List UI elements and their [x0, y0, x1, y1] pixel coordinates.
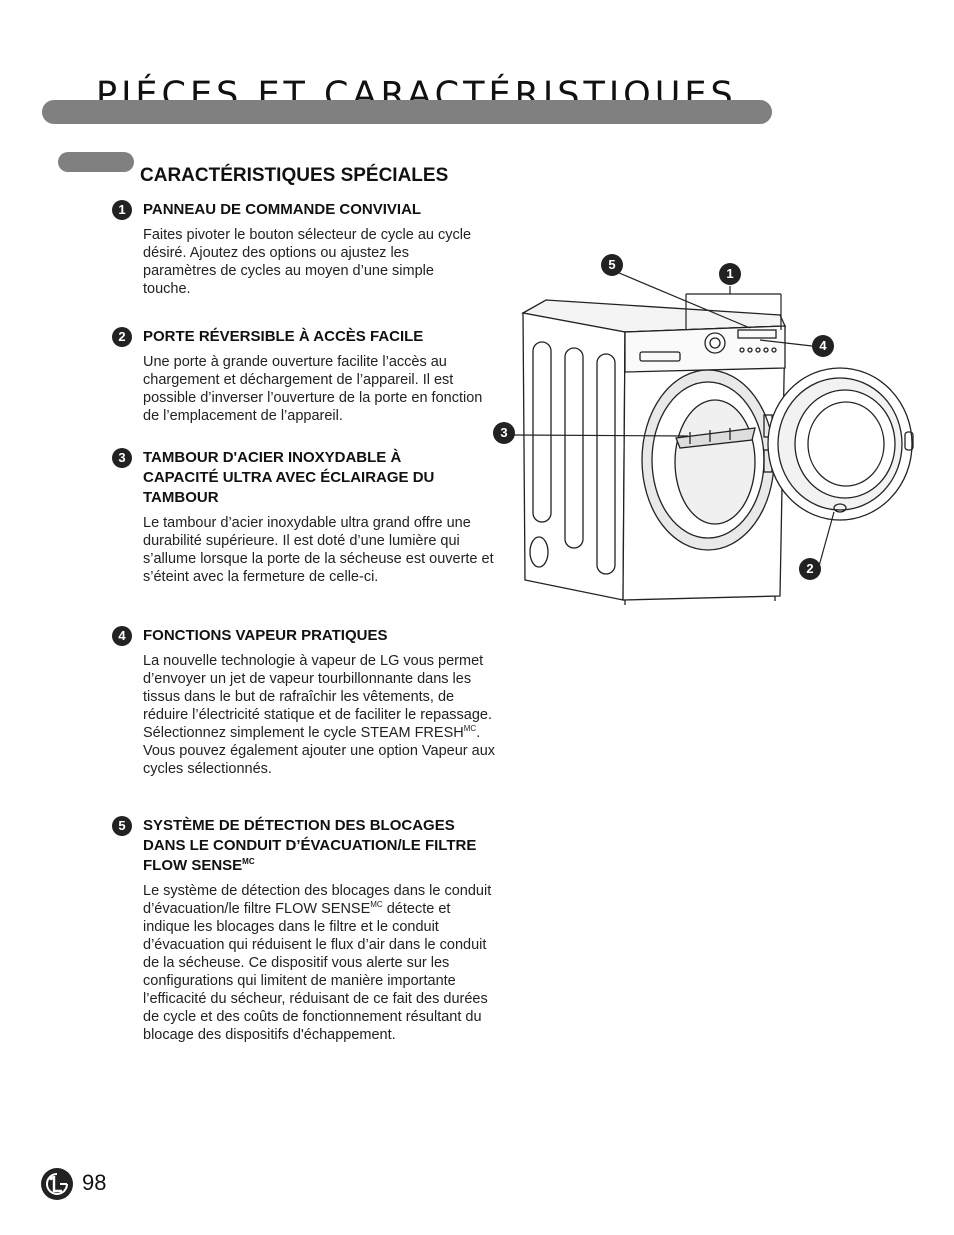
callout-4: 4	[812, 335, 834, 357]
callout-3: 3	[493, 422, 515, 444]
feature-title: PANNEAU DE COMMANDE CONVIVIAL	[143, 201, 422, 218]
feature-1: 1 PANNEAU DE COMMANDE CONVIVIAL Faites p…	[112, 200, 497, 298]
feature-title: PORTE RÉVERSIBLE À ACCÈS FACILE	[143, 328, 424, 345]
callout-1: 1	[719, 263, 741, 285]
feature-3: 3 TAMBOUR D'ACIER INOXYDABLE À CAPACITÉ …	[112, 448, 497, 586]
feature-5: 5 SYSTÈME DE DÉTECTION DES BLOCAGES DANS…	[112, 816, 497, 1044]
feature-text: Une porte à grande ouverture facilite l’…	[143, 354, 483, 424]
trademark-mark: MC	[242, 857, 255, 866]
dryer-drawing	[513, 269, 914, 605]
feature-text: Faites pivoter le bouton sélecteur de cy…	[143, 227, 472, 297]
feature-title-text: SYSTÈME DE DÉTECTION DES BLOCAGES DANS L…	[143, 817, 477, 874]
feature-text-part: . Vous pouvez également ajouter une opti…	[143, 725, 496, 777]
page-number: 98	[82, 1170, 107, 1195]
feature-text: Le tambour d’acier inoxydable ultra gran…	[143, 515, 494, 585]
feature-title: TAMBOUR D'ACIER INOXYDABLE À CAPACITÉ UL…	[143, 449, 435, 506]
feature-number: 4	[112, 626, 132, 646]
feature-text-part: détecte et indique les blocages dans le …	[143, 901, 488, 1043]
feature-text-part: Le système de détection des blocages dan…	[143, 883, 492, 917]
feature-2: 2 PORTE RÉVERSIBLE À ACCÈS FACILE Une po…	[112, 327, 497, 425]
feature-title: SYSTÈME DE DÉTECTION DES BLOCAGES DANS L…	[143, 816, 493, 876]
section-pill	[58, 152, 134, 172]
title-bar	[42, 100, 772, 124]
callout-2: 2	[799, 558, 821, 580]
feature-text: La nouvelle technologie à vapeur de LG v…	[143, 652, 497, 778]
feature-title: FONCTIONS VAPEUR PRATIQUES	[143, 627, 388, 644]
section-title: CARACTÉRISTIQUES SPÉCIALES	[140, 164, 449, 186]
lg-logo-icon	[40, 1167, 74, 1201]
feature-number: 5	[112, 816, 132, 836]
feature-4: 4 FONCTIONS VAPEUR PRATIQUES La nouvelle…	[112, 626, 497, 778]
feature-number: 2	[112, 327, 132, 347]
feature-text-part: La nouvelle technologie à vapeur de LG v…	[143, 653, 492, 741]
trademark-mark: MC	[370, 900, 383, 910]
trademark-mark: MC	[463, 724, 477, 734]
feature-number: 1	[112, 200, 132, 220]
callout-5: 5	[601, 254, 623, 276]
dryer-illustration: 5 1 4 3 2	[490, 250, 930, 620]
feature-text: Le système de détection des blocages dan…	[143, 882, 497, 1044]
feature-number: 3	[112, 448, 132, 468]
